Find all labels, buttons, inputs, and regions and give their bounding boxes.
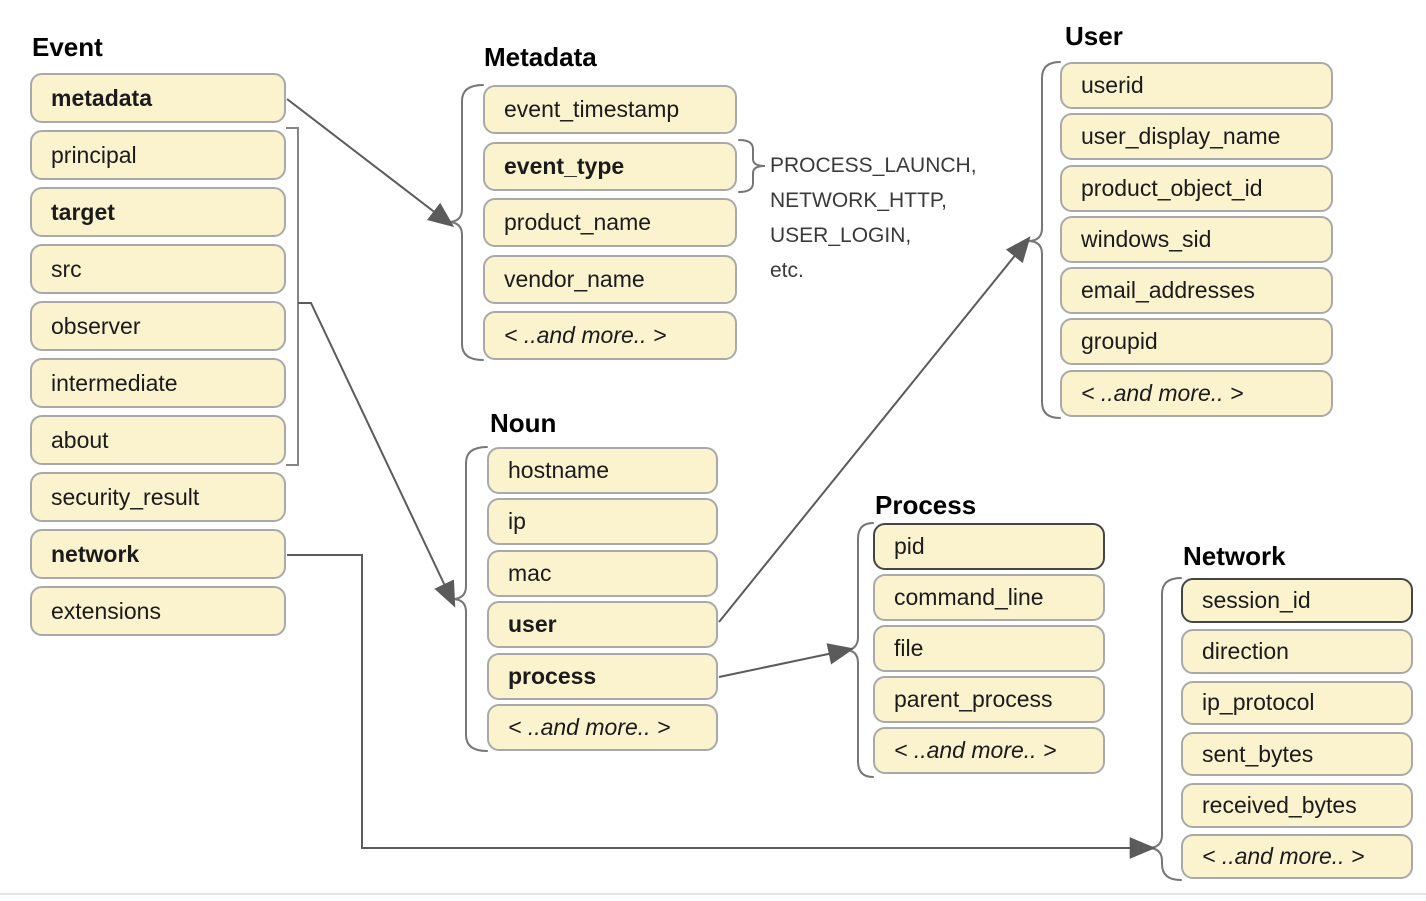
- field-box-event_timestamp: event_timestamp: [483, 85, 737, 134]
- group-title-user: User: [1065, 21, 1123, 51]
- field-box-and-more: < ..and more.. >: [1060, 369, 1333, 417]
- field-box-src: src: [30, 244, 286, 294]
- field-box-and-more: < ..and more.. >: [483, 311, 737, 360]
- field-box-security_result: security_result: [30, 472, 286, 522]
- field-box-email_addresses: email_addresses: [1060, 267, 1333, 315]
- field-box-direction: direction: [1181, 629, 1413, 674]
- field-box-parent_process: parent_process: [873, 676, 1105, 723]
- event-to-noun-arrow: [298, 302, 456, 608]
- group-network-fields: session_id direction ip_protocol sent_bytes…: [1181, 578, 1413, 879]
- field-box-vendor_name: vendor_name: [483, 254, 737, 304]
- group-title-metadata: Metadata: [484, 42, 597, 72]
- group-title-noun: Noun: [490, 408, 557, 438]
- field-box-and-more: < ..and more.. >: [1181, 834, 1413, 879]
- bottom-divider: [0, 893, 1426, 895]
- field-box-product_object_id: product_object_id: [1060, 164, 1333, 212]
- field-box-extensions: extensions: [30, 586, 286, 636]
- field-box-network: network: [30, 529, 286, 579]
- field-box-command_line: command_line: [873, 574, 1105, 621]
- field-box-user: user: [487, 601, 718, 649]
- annotation-line: etc.: [770, 259, 804, 282]
- field-box-ip_protocol: ip_protocol: [1181, 680, 1413, 726]
- field-box-target: target: [30, 187, 286, 237]
- metadata-group-brace: [447, 84, 484, 361]
- field-box-intermediate: intermediate: [30, 358, 286, 408]
- field-box-process: process: [487, 652, 718, 700]
- process-to-process-arrow: [718, 643, 855, 678]
- user-group-brace: [1027, 61, 1061, 419]
- field-box-observer: observer: [30, 301, 286, 351]
- group-event-fields: metadata principal target src observer interm…: [30, 73, 286, 636]
- event-type-examples: PROCESS_LAUNCH, NETWORK_HTTP, USER_LOGIN…: [770, 148, 977, 288]
- field-box-groupid: groupid: [1060, 318, 1333, 366]
- field-box-session_id: session_id: [1181, 578, 1413, 623]
- event-type-examples-brace: [738, 139, 766, 193]
- field-box-hostname: hostname: [487, 447, 718, 494]
- field-box-metadata: metadata: [30, 73, 286, 123]
- field-box-file: file: [873, 625, 1105, 672]
- annotation-line: USER_LOGIN,: [770, 224, 912, 247]
- annotation-line: PROCESS_LAUNCH,: [770, 154, 977, 177]
- field-box-mac: mac: [487, 549, 718, 597]
- noun-group-brace: [451, 446, 488, 752]
- field-box-windows_sid: windows_sid: [1060, 215, 1333, 263]
- field-box-received_bytes: received_bytes: [1181, 783, 1413, 828]
- event-noun-fields-bracket: [286, 127, 299, 466]
- field-box-product_name: product_name: [483, 198, 737, 247]
- field-box-sent_bytes: sent_bytes: [1181, 731, 1413, 777]
- group-title-event: Event: [32, 32, 103, 62]
- group-title-network: Network: [1183, 541, 1286, 571]
- field-box-user_display_name: user_display_name: [1060, 113, 1333, 161]
- field-box-about: about: [30, 415, 286, 465]
- field-box-and-more: < ..and more.. >: [487, 703, 718, 751]
- annotation-line: NETWORK_HTTP,: [770, 189, 947, 212]
- field-box-event_type: event_type: [483, 141, 737, 191]
- process-group-brace: [844, 522, 874, 778]
- field-box-pid: pid: [873, 523, 1105, 570]
- network-group-brace: [1147, 577, 1182, 881]
- metadata-to-metadata-arrow: [286, 98, 455, 228]
- field-box-userid: userid: [1060, 62, 1333, 109]
- field-box-principal: principal: [30, 130, 286, 180]
- field-box-ip: ip: [487, 498, 718, 546]
- group-title-process: Process: [875, 490, 977, 520]
- field-box-and-more: < ..and more.. >: [873, 727, 1105, 774]
